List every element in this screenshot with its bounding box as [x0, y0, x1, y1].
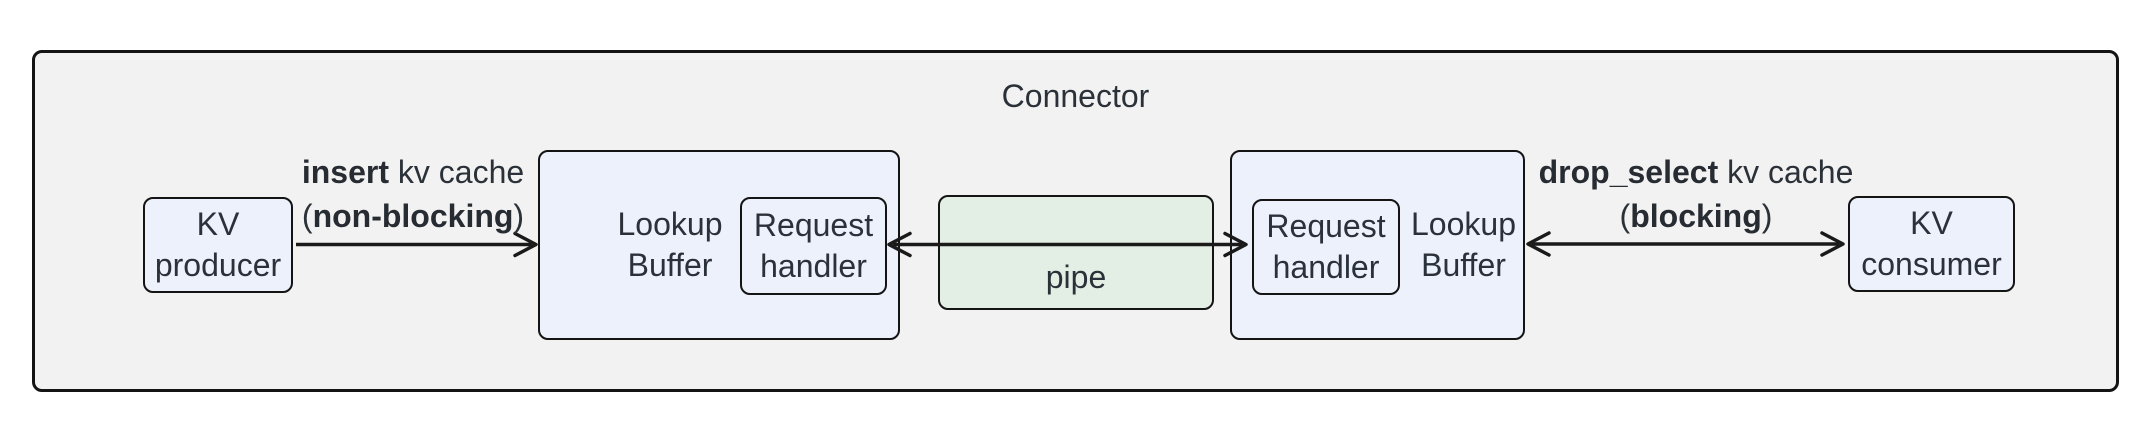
- insert-edge-label: insert kv cache (non-blocking): [302, 150, 524, 238]
- request-handler-right-label: Request handler: [1266, 208, 1386, 285]
- connector-title: Connector: [1001, 78, 1150, 114]
- lookup-buffer-right-label-wrap: Lookup Buffer: [1400, 152, 1527, 338]
- node-lookup-buffer-right: Request handler Lookup Buffer: [1230, 150, 1525, 340]
- node-kv-consumer: KV consumer: [1848, 196, 2015, 292]
- node-request-handler-right: Request handler: [1252, 199, 1400, 295]
- lookup-buffer-left-label-wrap: Lookup Buffer: [560, 152, 780, 338]
- insert-edge-label-bold2: non-blocking: [312, 198, 514, 234]
- insert-edge-label-paren-close: ): [513, 198, 525, 234]
- node-kv-producer: KV producer: [143, 197, 293, 293]
- insert-edge-label-bold: insert: [301, 154, 389, 190]
- drop-select-edge-label-bold: drop_select: [1538, 154, 1719, 190]
- request-handler-left-label: Request handler: [753, 207, 874, 284]
- drop-select-edge-label-paren-open: (: [1619, 198, 1631, 234]
- drop-select-edge-label-paren-close: ): [1761, 198, 1773, 234]
- node-lookup-buffer-left: Lookup Buffer Request handler: [538, 150, 900, 340]
- node-request-handler-left: Request handler: [740, 197, 887, 295]
- insert-edge-label-line1: insert kv cache: [302, 150, 524, 194]
- drop-select-edge-label-line2: (blocking): [1539, 194, 1854, 238]
- drop-select-edge-label-bold2: blocking: [1630, 198, 1762, 234]
- drop-select-edge-label-line1: drop_select kv cache: [1539, 150, 1854, 194]
- insert-edge-label-line2: (non-blocking): [302, 194, 524, 238]
- drop-select-edge-label-rest: kv cache: [1718, 154, 1854, 190]
- kv-producer-label: KV producer: [154, 206, 282, 283]
- insert-edge-label-rest: kv cache: [388, 154, 525, 190]
- pipe-label: pipe: [1045, 259, 1107, 295]
- lookup-buffer-left-label: Lookup Buffer: [617, 206, 723, 283]
- node-pipe: pipe: [938, 195, 1214, 310]
- kv-consumer-label: KV consumer: [1861, 205, 2002, 282]
- insert-edge-label-paren-open: (: [301, 198, 313, 234]
- drop-select-edge-label: drop_select kv cache (blocking): [1539, 150, 1854, 238]
- lookup-buffer-right-label: Lookup Buffer: [1411, 206, 1516, 283]
